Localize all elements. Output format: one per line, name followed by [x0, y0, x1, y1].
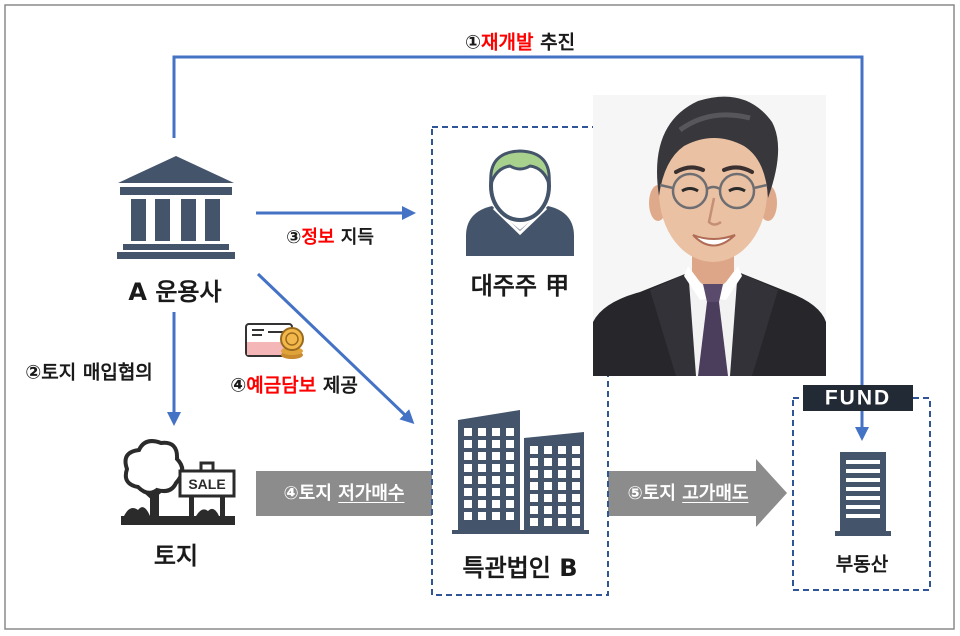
bankbook-marks	[252, 329, 284, 336]
sale-sign-board	[178, 469, 236, 498]
deposit-highlight: 예금담보	[246, 374, 317, 397]
redevelopment-step-label: ①재개발 추진	[464, 31, 576, 54]
outer-frame	[4, 4, 955, 630]
shrub	[196, 508, 219, 516]
portrait-nose	[707, 197, 722, 226]
bank-column	[131, 199, 146, 241]
high-price-sale-arrow	[608, 459, 787, 527]
portrait-eyebrow-left	[674, 165, 705, 174]
land-ground	[121, 516, 235, 525]
step-number: ③	[286, 227, 302, 248]
portrait-mouth	[692, 234, 736, 247]
high-price-sale-label: ⑤토지 고가매도	[628, 485, 749, 503]
info-highlight: 정보	[301, 227, 335, 248]
portrait-tie	[698, 302, 728, 376]
person-hair	[489, 149, 551, 185]
building-base	[835, 531, 891, 536]
low-price-purchase-band	[256, 471, 432, 516]
sale-sign-post	[220, 496, 225, 516]
bankbook-band	[247, 342, 291, 355]
person-collar	[492, 206, 548, 236]
bank-column	[181, 199, 196, 241]
info-acquired-step-label: ③정보 지득	[286, 229, 374, 247]
real-estate-label: 부동산	[835, 553, 889, 576]
high-price-underlined: 고가매도	[682, 483, 749, 504]
step-number: ①	[464, 31, 482, 54]
fund-badge-label: FUND	[824, 386, 892, 410]
low-price-prefix: ④토지	[283, 483, 339, 504]
glasses-bridge	[706, 185, 721, 191]
portrait-lapel-left	[650, 272, 698, 376]
portrait-hair	[657, 96, 779, 198]
glasses-lens-right	[718, 172, 756, 210]
high-price-prefix: ⑤토지	[627, 483, 683, 504]
tree-sale-sign-icon: SALE	[121, 439, 236, 525]
person-icon	[466, 149, 574, 256]
short-building-windows	[530, 446, 580, 526]
asset-manager-label: A 운용사	[128, 278, 222, 306]
coin-inner-ring	[285, 332, 299, 346]
glasses-temple-left	[659, 183, 674, 190]
buildings-ground	[452, 530, 589, 534]
step-number: ④	[230, 374, 247, 397]
office-buildings-icon	[452, 410, 589, 534]
bank-icon	[117, 156, 235, 259]
redevelopment-action: 추진	[533, 31, 576, 54]
related-corporation-label: 특관법인 B	[462, 554, 578, 582]
deposit-collateral-step-label: ④예금담보 제공	[230, 374, 358, 397]
bank-column	[155, 199, 170, 241]
redevelopment-flow-arrow	[172, 55, 869, 441]
portrait-hair-highlight	[678, 112, 751, 133]
portrait-eyebrow-right	[722, 165, 754, 174]
redevelopment-highlight: 재개발	[481, 31, 534, 54]
shrub	[124, 507, 150, 516]
land-label: 토지	[153, 542, 199, 570]
fund-badge	[803, 385, 913, 411]
bank-roof	[118, 156, 234, 183]
low-price-purchase-label: ④토지 저가매수	[284, 485, 405, 503]
sale-sign-post	[189, 496, 194, 516]
portrait-eye-left	[681, 187, 699, 193]
portrait-eye-right	[728, 187, 746, 193]
sale-sign-text: SALE	[188, 476, 225, 492]
coin	[280, 327, 304, 351]
bank-step	[123, 244, 229, 250]
building-window-rows	[846, 460, 880, 518]
portrait-glasses	[659, 172, 768, 210]
tree-canopy	[123, 439, 185, 495]
major-shareholder-label: 대주주 甲	[470, 272, 570, 300]
land-negotiation-step-label: ②토지 매입협의	[25, 361, 153, 384]
deposit-action: 제공	[316, 374, 358, 397]
deposit-collateral-arrow	[256, 272, 415, 424]
glasses-temple-right	[753, 183, 768, 190]
bankbook-coin-icon	[245, 323, 304, 359]
fund-dashed-box	[792, 397, 931, 591]
bank-base	[117, 252, 235, 259]
portrait-photo	[593, 95, 826, 376]
building-icon	[835, 452, 891, 536]
glasses-lens-left	[671, 172, 709, 210]
portrait-face	[659, 122, 767, 262]
portrait-lapel-right	[730, 272, 778, 376]
portrait-tie-knot	[703, 284, 723, 302]
tree-trunk	[150, 486, 159, 516]
bank-column	[205, 199, 220, 241]
info-action: 지득	[334, 227, 374, 248]
bank-lintel	[120, 187, 232, 195]
tall-building-windows	[464, 428, 514, 524]
low-price-underlined: 저가매수	[338, 483, 405, 504]
